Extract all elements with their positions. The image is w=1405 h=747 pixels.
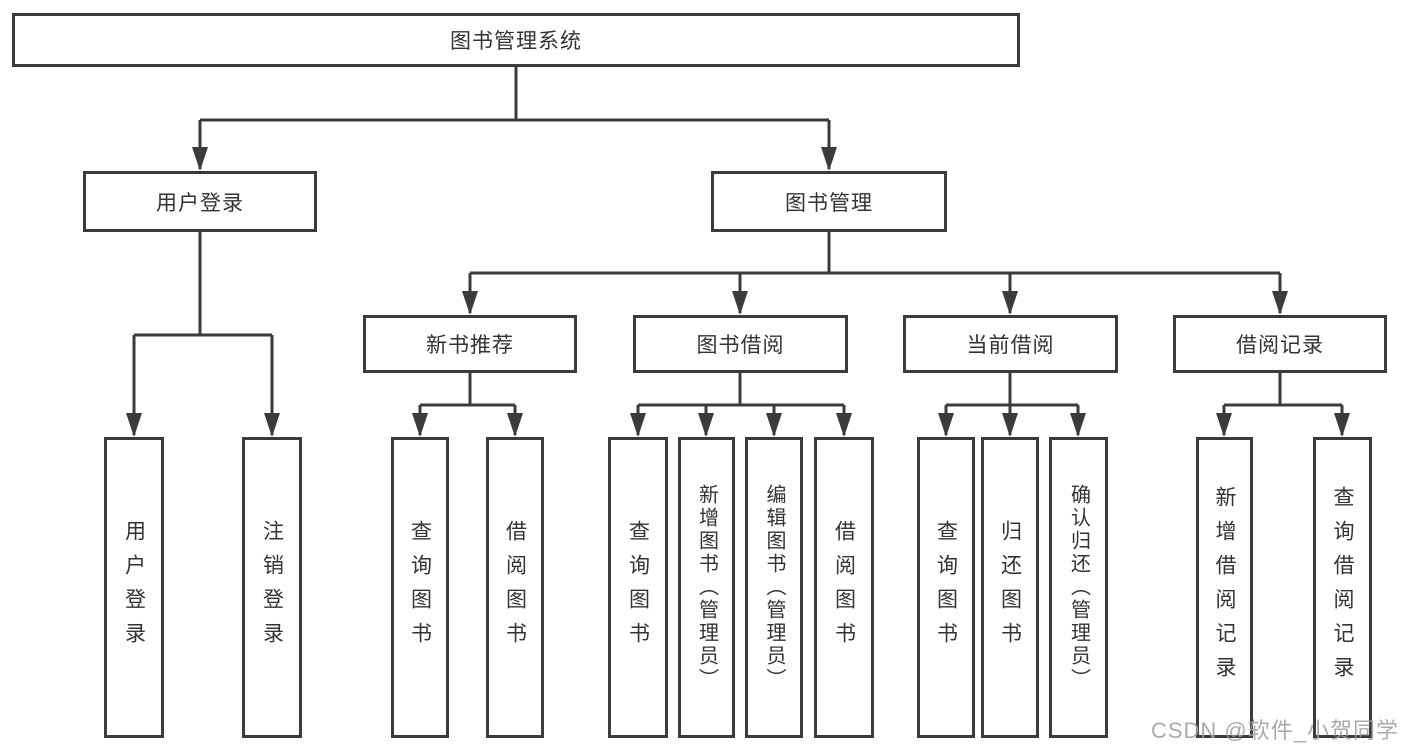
- leaf-add-book-admin: 新增图书（管理员）: [678, 437, 735, 738]
- leaf-label: 注销登录: [260, 519, 284, 656]
- arrow-icon: [698, 413, 714, 437]
- leaf-label: 查询图书: [934, 519, 958, 656]
- leaf-label: 新增图书（管理员）: [695, 484, 718, 691]
- leaf-borrow-query-books: 查询图书: [608, 437, 668, 738]
- arrow-icon: [507, 413, 523, 437]
- arrow-icon: [1070, 413, 1086, 437]
- leaf-label: 确认归还（管理员）: [1067, 484, 1090, 691]
- leaf-query-borrow-record: 查询借阅记录: [1313, 437, 1372, 738]
- leaf-newbook-borrow-books: 借阅图书: [486, 437, 544, 738]
- leaf-current-query-books: 查询图书: [917, 437, 975, 738]
- leaf-add-borrow-record: 新增借阅记录: [1196, 437, 1253, 738]
- arrow-icon: [732, 291, 748, 315]
- node-new-book-recommend: 新书推荐: [363, 315, 577, 373]
- leaf-label: 借阅图书: [503, 519, 527, 656]
- arrow-icon: [821, 147, 837, 171]
- arrow-icon: [1002, 291, 1018, 315]
- arrow-icon: [1272, 291, 1288, 315]
- leaf-label: 用户登录: [122, 519, 146, 656]
- leaf-label: 新增借阅记录: [1213, 485, 1236, 690]
- leaf-confirm-return-admin: 确认归还（管理员）: [1049, 437, 1108, 738]
- leaf-label: 归还图书: [998, 519, 1022, 656]
- leaf-user-login: 用户登录: [104, 437, 164, 738]
- csdn-watermark: CSDN @软件_小贺同学: [1150, 718, 1399, 743]
- leaf-edit-book-admin: 编辑图书（管理员）: [745, 437, 803, 738]
- leaf-label: 查询图书: [626, 519, 650, 656]
- leaf-label: 借阅图书: [832, 519, 856, 656]
- node-borrow-records: 借阅记录: [1173, 315, 1387, 373]
- leaf-return-books: 归还图书: [981, 437, 1039, 738]
- arrow-icon: [1216, 413, 1232, 437]
- connector-book-borrow-children: [636, 373, 846, 435]
- node-current-borrow: 当前借阅: [903, 315, 1118, 373]
- connector-new-book-children: [418, 373, 517, 435]
- leaf-newbook-query-books: 查询图书: [391, 437, 449, 738]
- connector-user-login-children: [132, 232, 274, 435]
- arrow-icon: [462, 291, 478, 315]
- leaf-label: 编辑图书（管理员）: [763, 484, 785, 691]
- leaf-borrow-borrow-books: 借阅图书: [814, 437, 874, 738]
- arrow-icon: [630, 413, 646, 437]
- node-book-borrow: 图书借阅: [633, 315, 848, 373]
- node-user-login: 用户登录: [83, 171, 317, 232]
- arrow-icon: [126, 413, 142, 437]
- leaf-logout: 注销登录: [242, 437, 302, 738]
- arrow-icon: [836, 413, 852, 437]
- connector-borrow-records-children: [1222, 373, 1344, 435]
- leaf-label: 查询图书: [408, 519, 432, 656]
- arrow-icon: [938, 413, 954, 437]
- connector-book-mgmt-children: [468, 232, 1282, 313]
- arrow-icon: [264, 413, 280, 437]
- arrow-icon: [1334, 413, 1350, 437]
- arrow-icon: [192, 147, 208, 171]
- arrowheads: [126, 147, 1350, 437]
- arrow-icon: [766, 413, 782, 437]
- node-book-management: 图书管理: [711, 171, 947, 232]
- arrow-icon: [412, 413, 428, 437]
- arrow-icon: [1002, 413, 1018, 437]
- leaf-label: 查询借阅记录: [1331, 485, 1354, 690]
- node-library-management-system: 图书管理系统: [12, 13, 1020, 67]
- connector-root-to-level2: [198, 67, 831, 169]
